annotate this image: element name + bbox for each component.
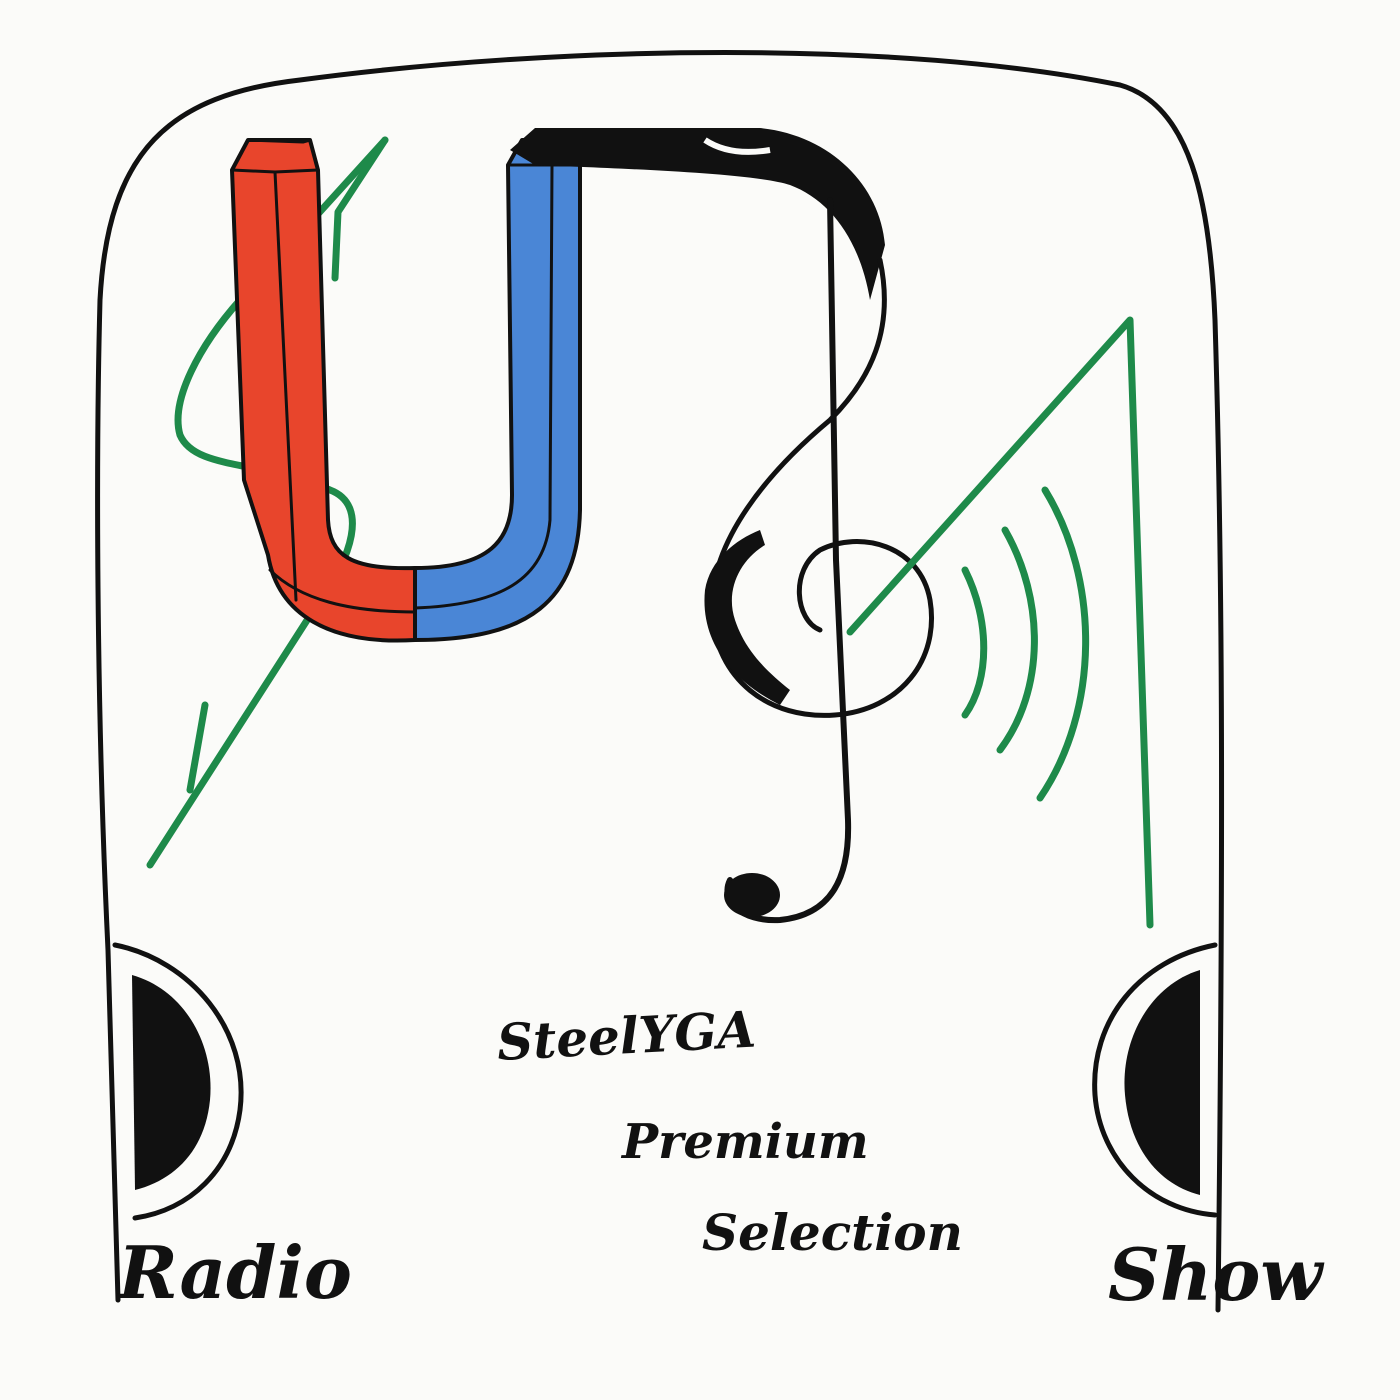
speaker-icon-left <box>112 942 244 1221</box>
tagline-line1: SteelYGA <box>496 1000 758 1072</box>
speaker-icon-right <box>1092 942 1218 1218</box>
tagline-line3: Selection <box>702 1203 963 1262</box>
radio-word: Radio <box>116 1230 352 1315</box>
lightning-arrow-icon <box>146 136 389 869</box>
treble-clef-icon <box>704 197 934 924</box>
arch-frame <box>95 50 1225 1313</box>
clef-top-band <box>510 128 885 300</box>
horseshoe-magnet-icon <box>230 138 582 643</box>
sound-wave-icon <box>846 316 1154 929</box>
show-word: Show <box>1108 1232 1325 1317</box>
tagline-line2: Premium <box>620 1114 869 1170</box>
